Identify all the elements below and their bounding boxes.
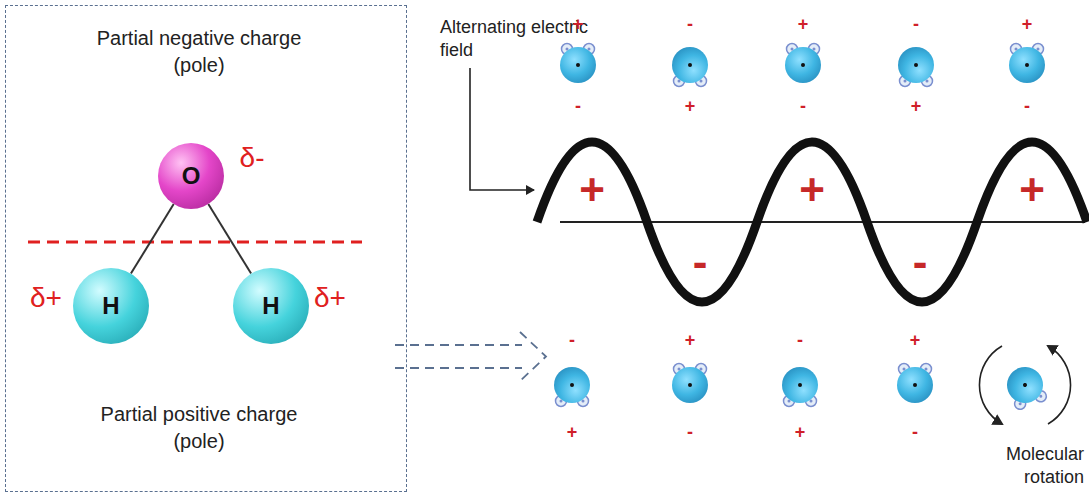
hollow-arrow xyxy=(395,332,546,381)
field-polarity: - xyxy=(693,237,708,288)
field-wave xyxy=(537,142,1087,302)
charge-sign: + xyxy=(685,330,696,351)
pole-caption: Partial positive charge (pole) xyxy=(74,401,324,455)
rotation-label: Molecular rotation xyxy=(954,443,1084,490)
charge-sign: + xyxy=(910,330,921,351)
hydrogen-atom: H xyxy=(233,268,309,344)
charge-sign: - xyxy=(913,14,919,35)
charge-sign: + xyxy=(567,422,578,443)
field-baseline xyxy=(560,221,1085,223)
chemical-bond xyxy=(131,204,174,274)
charge-sign: + xyxy=(911,96,922,117)
field-polarity: + xyxy=(799,165,825,216)
atom-symbol: H xyxy=(262,292,279,320)
charge-sign: - xyxy=(687,422,693,443)
field-polarity: + xyxy=(1019,165,1045,216)
charge-sign: - xyxy=(1024,96,1030,117)
oxygen-atom: O xyxy=(158,143,224,209)
field-polarity: - xyxy=(913,237,928,288)
rotation-arrows xyxy=(979,346,1070,424)
field-label: Alternating electric field xyxy=(440,16,615,63)
charge-sign: - xyxy=(800,96,806,117)
charge-sign: - xyxy=(912,422,918,443)
molecule-panel: Partial negative charge (pole) Partial po… xyxy=(5,5,407,492)
partial-charge-symbol: δ- xyxy=(240,142,265,174)
charge-sign: - xyxy=(575,96,581,117)
charge-sign: - xyxy=(797,330,803,351)
charge-sign: + xyxy=(798,14,809,35)
water-molecules xyxy=(554,44,1049,412)
partial-charge-symbol: δ+ xyxy=(30,282,62,314)
hydrogen-atom: H xyxy=(73,268,149,344)
charge-sign: + xyxy=(685,96,696,117)
charge-sign: - xyxy=(687,14,693,35)
chemical-bond xyxy=(208,204,251,274)
leader-arrow xyxy=(470,68,534,190)
atom-symbol: H xyxy=(102,292,119,320)
charge-sign: + xyxy=(573,14,584,35)
field-polarity: + xyxy=(579,165,605,216)
charge-sign: + xyxy=(1022,14,1033,35)
charge-sign: - xyxy=(569,330,575,351)
partial-charge-symbol: δ+ xyxy=(314,282,346,314)
charge-sign: + xyxy=(795,422,806,443)
pole-divider xyxy=(28,241,362,244)
pole-caption: Partial negative charge (pole) xyxy=(74,25,324,79)
atom-symbol: O xyxy=(182,162,201,190)
